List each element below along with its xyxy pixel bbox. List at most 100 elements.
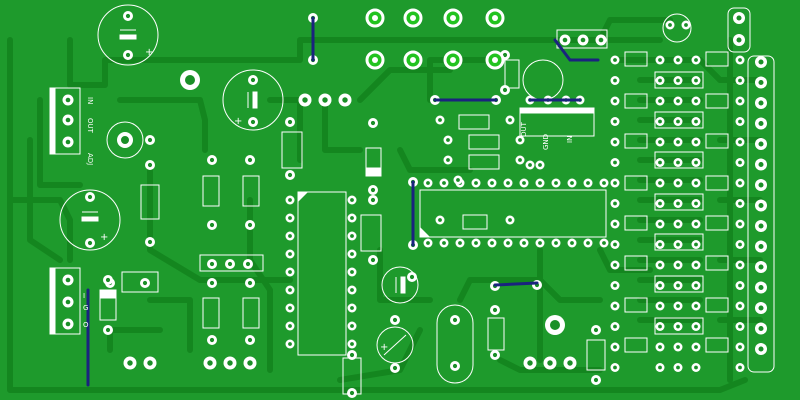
pad-hole — [288, 288, 292, 292]
led-pad-hole — [410, 57, 416, 63]
pad-hole — [668, 23, 672, 27]
pad-hole — [538, 163, 542, 167]
pad-hole — [658, 242, 662, 247]
pad-hole — [613, 140, 617, 144]
pad-hole — [738, 263, 742, 267]
pad-hole — [518, 138, 522, 142]
pad-hole — [250, 119, 256, 125]
pad-hole — [694, 119, 698, 124]
pad-hole — [758, 305, 764, 311]
pad-hole — [676, 365, 680, 370]
pad-hole — [658, 58, 662, 62]
pad-hole — [676, 201, 680, 206]
pad-hole — [694, 201, 698, 206]
pad-hole — [65, 321, 71, 327]
pad-hole — [426, 181, 430, 185]
pad-hole — [676, 99, 680, 103]
pad-hole — [446, 158, 450, 162]
pad-hole — [506, 181, 510, 185]
pad-hole — [350, 270, 354, 274]
pad-hole — [502, 52, 508, 58]
capacitor-outline — [662, 13, 692, 43]
pad-hole — [508, 118, 512, 122]
pad-hole — [87, 194, 93, 200]
pad-hole — [322, 97, 328, 103]
pad-hole — [125, 52, 131, 58]
ic-outline — [297, 191, 347, 356]
label-reg3-g: G — [83, 304, 88, 312]
pad-hole — [442, 181, 446, 185]
led-pads — [365, 8, 505, 70]
header-outline — [199, 254, 264, 272]
pad-hole — [694, 222, 698, 226]
pad-hole — [613, 263, 617, 267]
led-pad-hole — [372, 15, 378, 21]
pad-hole — [613, 58, 617, 62]
pad-hole — [586, 181, 590, 185]
pad-hole — [247, 157, 253, 163]
pad-hole — [758, 202, 764, 209]
pad-hole — [350, 234, 354, 238]
pad-hole — [350, 288, 354, 292]
pad-hole — [452, 317, 458, 323]
pad-hole — [613, 99, 617, 103]
pad-hole — [474, 181, 478, 185]
pad-hole — [438, 218, 442, 222]
pad-hole — [586, 241, 590, 245]
pad-hole — [302, 97, 308, 103]
resistor-outline — [202, 297, 220, 329]
connector-outline — [727, 7, 751, 53]
pad-hole — [288, 252, 292, 256]
pad-hole — [684, 23, 688, 27]
label-reg2-gnd: GND — [542, 134, 550, 150]
ic-pin1-marker — [298, 192, 308, 202]
resistor-outline — [487, 317, 505, 351]
pad-hole — [125, 13, 131, 19]
pad-hole — [65, 139, 71, 145]
pad-hole — [738, 140, 742, 144]
ic-outline — [419, 189, 607, 238]
pad-hole — [409, 274, 415, 280]
pad-hole — [676, 242, 680, 247]
pad-hole — [554, 241, 558, 245]
pad-hole — [758, 59, 764, 65]
pad-hole — [758, 100, 764, 106]
silk-labels: ADJ OUT IN OUT GND IN I G O + + + + — [83, 47, 574, 353]
pad-hole — [676, 78, 680, 83]
pad-hole — [658, 324, 662, 329]
pad-hole — [694, 99, 698, 103]
pad-hole — [598, 37, 604, 43]
pad-hole — [562, 37, 568, 43]
pad-hole — [613, 119, 617, 124]
pad-hole — [658, 283, 662, 288]
pad-hole — [676, 160, 680, 165]
pad-hole — [506, 241, 510, 245]
pad-hole — [350, 342, 354, 346]
pad-hole — [350, 198, 354, 202]
pad-hole — [694, 304, 698, 308]
pad-hole — [288, 342, 292, 346]
pad-hole — [370, 197, 376, 203]
pad-hole — [227, 360, 233, 366]
pad-hole — [518, 158, 522, 162]
pad-hole — [65, 277, 71, 283]
pad-hole — [287, 119, 293, 125]
resistor-outline — [202, 175, 220, 207]
mounting-holes — [117, 70, 565, 335]
pad-hole — [613, 181, 617, 185]
pad-hole — [758, 120, 764, 127]
pad-hole — [758, 243, 764, 250]
pad-hole — [658, 99, 662, 103]
pad-hole — [247, 360, 253, 366]
pad-hole — [658, 345, 662, 349]
pad-hole — [736, 15, 742, 21]
pad-hole — [227, 261, 233, 267]
pad-hole — [694, 345, 698, 349]
pad-hole — [658, 201, 662, 206]
pad-hole — [392, 365, 398, 371]
pad-hole — [736, 37, 742, 43]
pad-hole — [676, 140, 680, 144]
pad-hole — [676, 304, 680, 308]
pad-hole — [370, 120, 376, 126]
pad-hole — [758, 325, 764, 332]
